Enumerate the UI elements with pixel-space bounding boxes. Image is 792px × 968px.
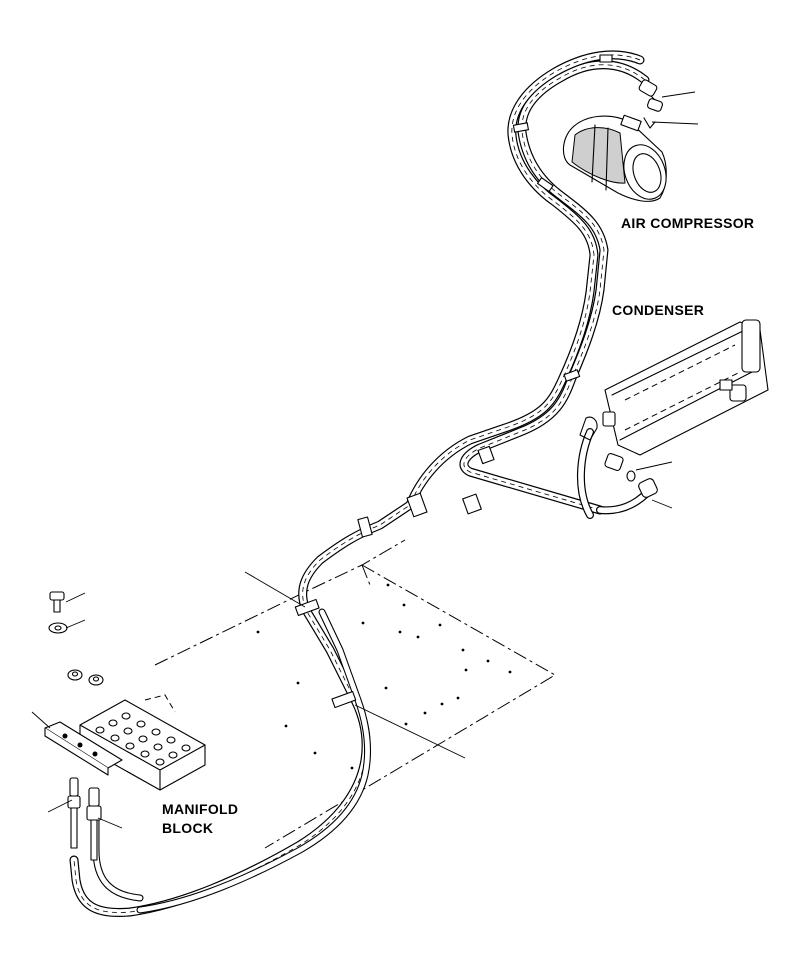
callout-leader-lines xyxy=(31,91,699,829)
air-compressor-label: AIR COMPRESSOR xyxy=(621,215,755,231)
hose-clamps xyxy=(294,54,613,709)
refrigerant-hose-assembly xyxy=(69,50,652,918)
condenser-label: CONDENSER xyxy=(612,302,705,318)
condenser xyxy=(579,319,769,498)
manifold-label-line2: BLOCK xyxy=(162,820,214,836)
manifold-fittings xyxy=(67,777,102,861)
manifold-label-line1: MANIFOLD xyxy=(162,801,239,817)
manifold-block xyxy=(44,694,206,791)
floor-panel xyxy=(154,539,556,849)
air-compressor xyxy=(562,79,667,202)
loose-hardware xyxy=(48,591,104,686)
